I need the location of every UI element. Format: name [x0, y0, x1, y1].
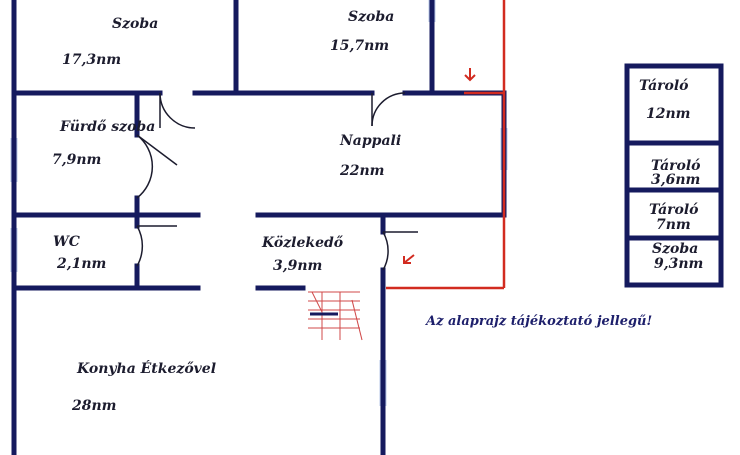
- room-name-tarolo-1: Tároló: [639, 78, 689, 94]
- room-name-kozlekedo: Közlekedő: [262, 235, 344, 251]
- room-area-szoba-1: 17,3nm: [62, 52, 122, 68]
- door-corridor-swing: [382, 231, 389, 271]
- room-name-szoba-2: Szoba: [348, 9, 395, 25]
- room-name-nappali: Nappali: [340, 133, 402, 149]
- room-area-furdo-szoba: 7,9nm: [52, 152, 102, 168]
- room-area-wc: 2,1nm: [57, 256, 107, 272]
- door-swings: [136, 92, 418, 271]
- room-name-furdo-szoba: Fürdő szoba: [60, 119, 156, 135]
- room-area-tarolo-3: 7nm: [656, 217, 691, 233]
- entry-arrow: [464, 68, 476, 82]
- room-name-wc: WC: [53, 234, 80, 250]
- entry-arrow-corridor: [403, 254, 415, 264]
- door-bedroom2-swing: [371, 92, 406, 127]
- walls: [11, 0, 507, 455]
- room-name-konyha: Konyha Étkezővel: [77, 361, 217, 377]
- room-name-tarolo-3: Tároló: [649, 202, 699, 218]
- red-outline: [386, 0, 506, 290]
- room-name-szoba-3: Szoba: [652, 241, 699, 257]
- disclaimer-note: Az alaprajz tájékoztató jellegű!: [426, 314, 653, 329]
- door-wc-swing: [136, 225, 144, 267]
- room-area-konyha: 28nm: [72, 398, 117, 414]
- door-bedroom1-swing: [159, 92, 196, 129]
- room-area-tarolo-2: 3,6nm: [651, 172, 701, 188]
- room-area-szoba-2: 15,7nm: [330, 38, 390, 54]
- room-area-szoba-3: 9,3nm: [654, 256, 704, 272]
- stair-stringer: [311, 291, 323, 313]
- room-area-kozlekedo: 3,9nm: [273, 258, 323, 274]
- room-area-nappali: 22nm: [340, 163, 385, 179]
- annex-building: [624, 63, 724, 288]
- staircase: [308, 291, 363, 341]
- door-bathroom-swing: [136, 134, 154, 199]
- room-name-tarolo-2: Tároló: [651, 158, 701, 174]
- room-name-szoba-1: Szoba: [112, 16, 159, 32]
- door-bathroom-leaf: [136, 134, 178, 166]
- room-area-tarolo-1: 12nm: [646, 106, 691, 122]
- stair-stringer: [351, 299, 363, 341]
